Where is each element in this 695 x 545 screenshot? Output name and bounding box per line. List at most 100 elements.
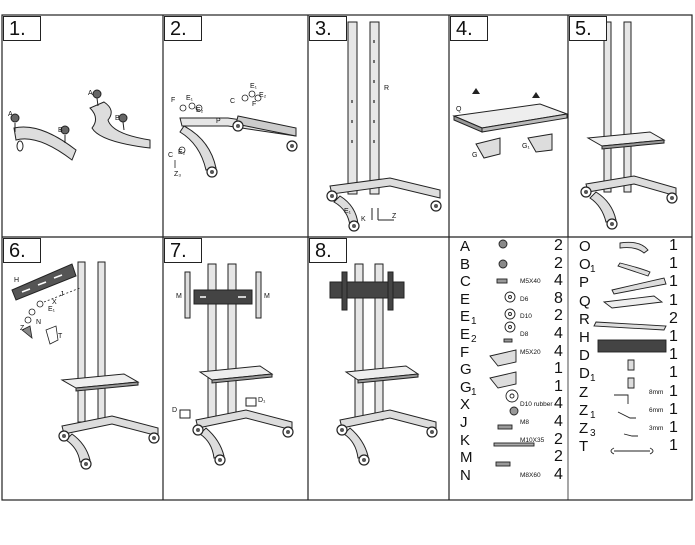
part-quantity: 4 [554, 325, 563, 342]
step3-drawing: R E₁ K Z [326, 21, 442, 232]
part-letter: K [460, 431, 471, 449]
part-quantity: 2 [554, 237, 563, 254]
part-letter: Z [579, 420, 589, 437]
part-callout-label: A [8, 111, 13, 118]
part-letter-subscript: 1 [471, 386, 477, 398]
part-callout-label: G₁ [522, 143, 530, 150]
step-number-1: 1. [3, 16, 41, 41]
step8-drawing [329, 263, 438, 466]
step-number-6: 6. [3, 238, 41, 263]
part-quantity: 1 [669, 419, 678, 436]
part-letter: Q [579, 292, 591, 310]
parts-row: E D6 8 [450, 289, 570, 311]
part-quantity: 1 [669, 291, 678, 309]
part-letter: E [460, 308, 471, 326]
part-letter: Z [579, 383, 589, 401]
part-letter: E [460, 290, 471, 308]
part-quantity: 1 [554, 360, 563, 378]
part-spec: D6 [520, 295, 529, 303]
part-spec: 8mm [649, 388, 664, 396]
part-quantity: 8 [554, 289, 563, 307]
parts-row: C M5X40 4 [450, 271, 570, 293]
part-quantity: 4 [554, 413, 563, 430]
step1-drawing: AB AB [8, 89, 151, 161]
part-quantity: 1 [669, 382, 678, 400]
part-quantity: 1 [669, 237, 678, 254]
part-quantity: 1 [554, 377, 563, 395]
part-spec: D10 rubber [520, 401, 553, 409]
step-number-7: 7. [164, 238, 202, 263]
step6-drawing: HJ XE₁ NZ T [11, 261, 160, 470]
part-callout-label: H [14, 277, 19, 284]
part-spec: 6mm [649, 406, 664, 414]
part-quantity: 4 [554, 272, 563, 290]
part-letter: F [460, 343, 470, 361]
part-spec: M8 [520, 419, 530, 426]
part-letter: M [460, 449, 473, 467]
part-spec: M8X60 [520, 471, 541, 479]
part-letter: X [460, 396, 471, 414]
step-number-4: 4. [450, 16, 488, 41]
part-callout-label: T [58, 333, 63, 340]
part-callout-label: M [264, 293, 270, 300]
part-quantity: 1 [669, 346, 678, 364]
part-letter: D [579, 365, 590, 383]
part-callout-label: Z [20, 325, 25, 332]
part-spec: M5X20 [520, 348, 541, 356]
part-callout-label: Z [392, 213, 397, 220]
part-callout-label: G [472, 152, 477, 159]
part-letter: T [579, 438, 589, 456]
part-callout-label: E₂ [259, 92, 267, 99]
part-letter: O [579, 238, 591, 255]
part-letter-subscript: 1 [590, 373, 596, 385]
parts-row: Z 8mm 1 [569, 382, 689, 404]
part-letter: C [460, 273, 471, 291]
part-quantity: 1 [669, 255, 678, 273]
part-letter-subscript: 1 [590, 409, 596, 421]
part-letter: G [460, 361, 472, 379]
part-callout-label: X [52, 299, 57, 306]
part-letter: R [579, 310, 590, 328]
part-quantity: 1 [669, 400, 678, 418]
part-callout-label: F [171, 97, 175, 104]
part-spec: 3mm [649, 425, 664, 432]
part-quantity: 1 [669, 364, 678, 382]
part-quantity: 2 [554, 448, 563, 466]
step-number-3: 3. [309, 16, 347, 41]
part-callout-label: E₂ [196, 107, 204, 114]
part-spec: M5X40 [520, 278, 541, 286]
part-callout-label: E₁ [48, 306, 56, 313]
part-callout-label: K [361, 216, 366, 223]
part-letter-subscript: 2 [471, 334, 477, 345]
part-letter: G [460, 378, 472, 396]
part-quantity: 1 [669, 328, 678, 345]
part-callout-label: R [384, 85, 389, 92]
part-letter-subscript: 3 [590, 428, 596, 439]
part-callout-label: J [60, 291, 64, 298]
part-callout-label: E₁ [344, 208, 352, 215]
part-letter: O [579, 256, 591, 274]
grid-lines [1, 14, 693, 501]
part-letter: D [579, 347, 590, 365]
part-callout-label: A [88, 90, 93, 97]
